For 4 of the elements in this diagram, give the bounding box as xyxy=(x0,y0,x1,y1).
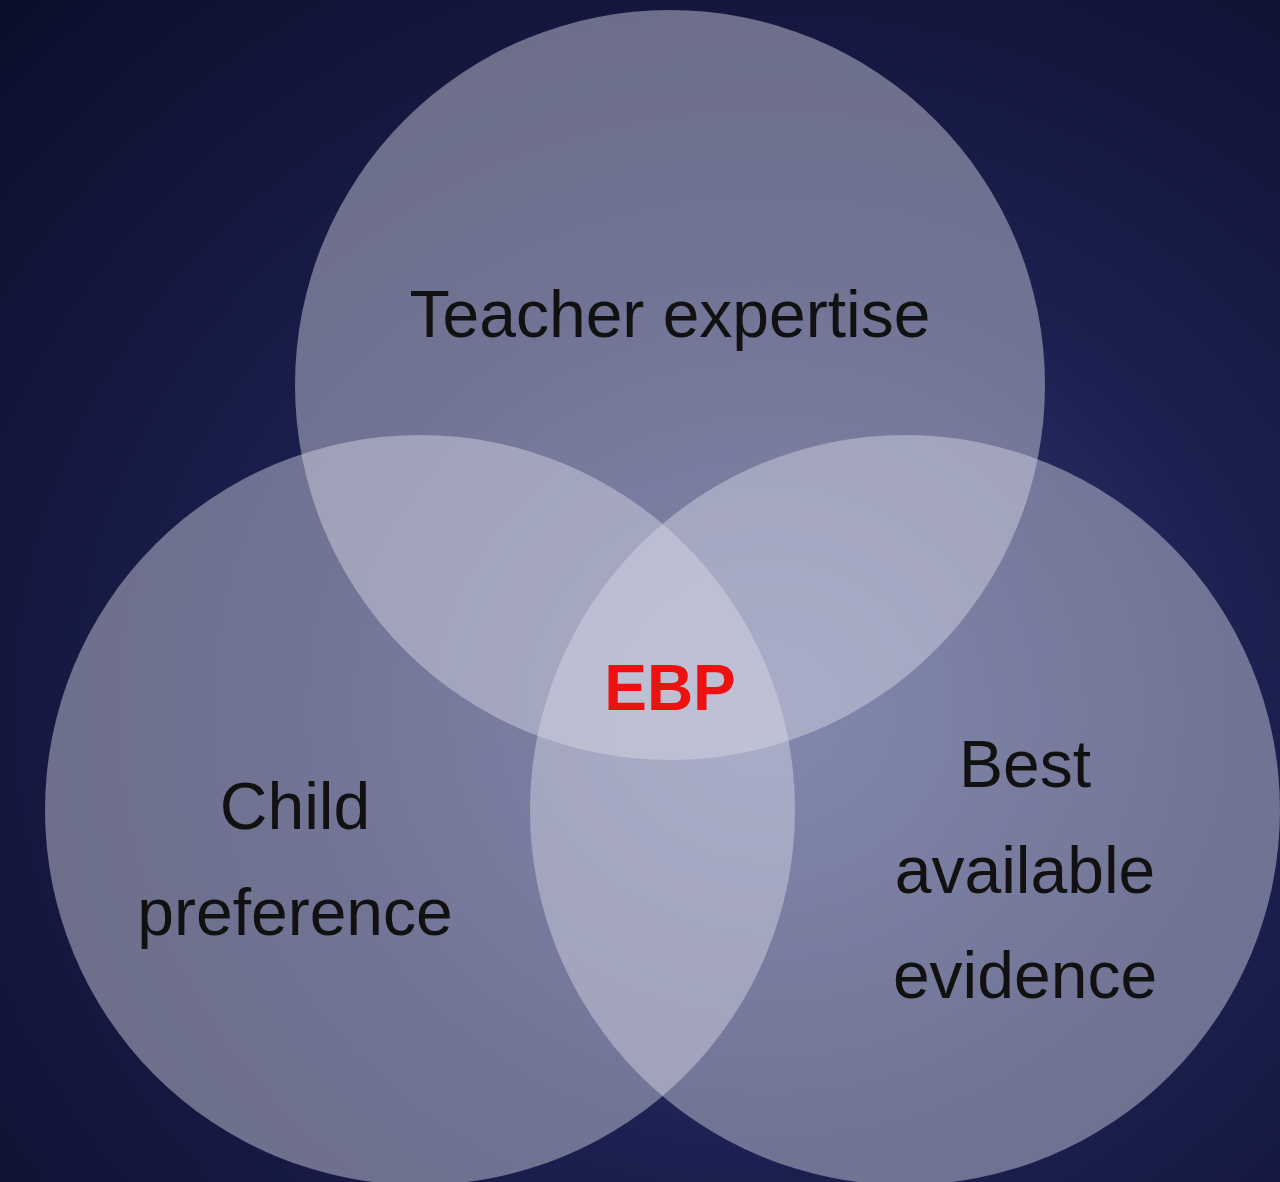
circle-label: Best available evidence xyxy=(891,725,1159,1014)
circle-label: Teacher expertise xyxy=(408,276,932,354)
circle-label: Child preference xyxy=(136,768,454,951)
center-label: EBP xyxy=(604,651,736,726)
